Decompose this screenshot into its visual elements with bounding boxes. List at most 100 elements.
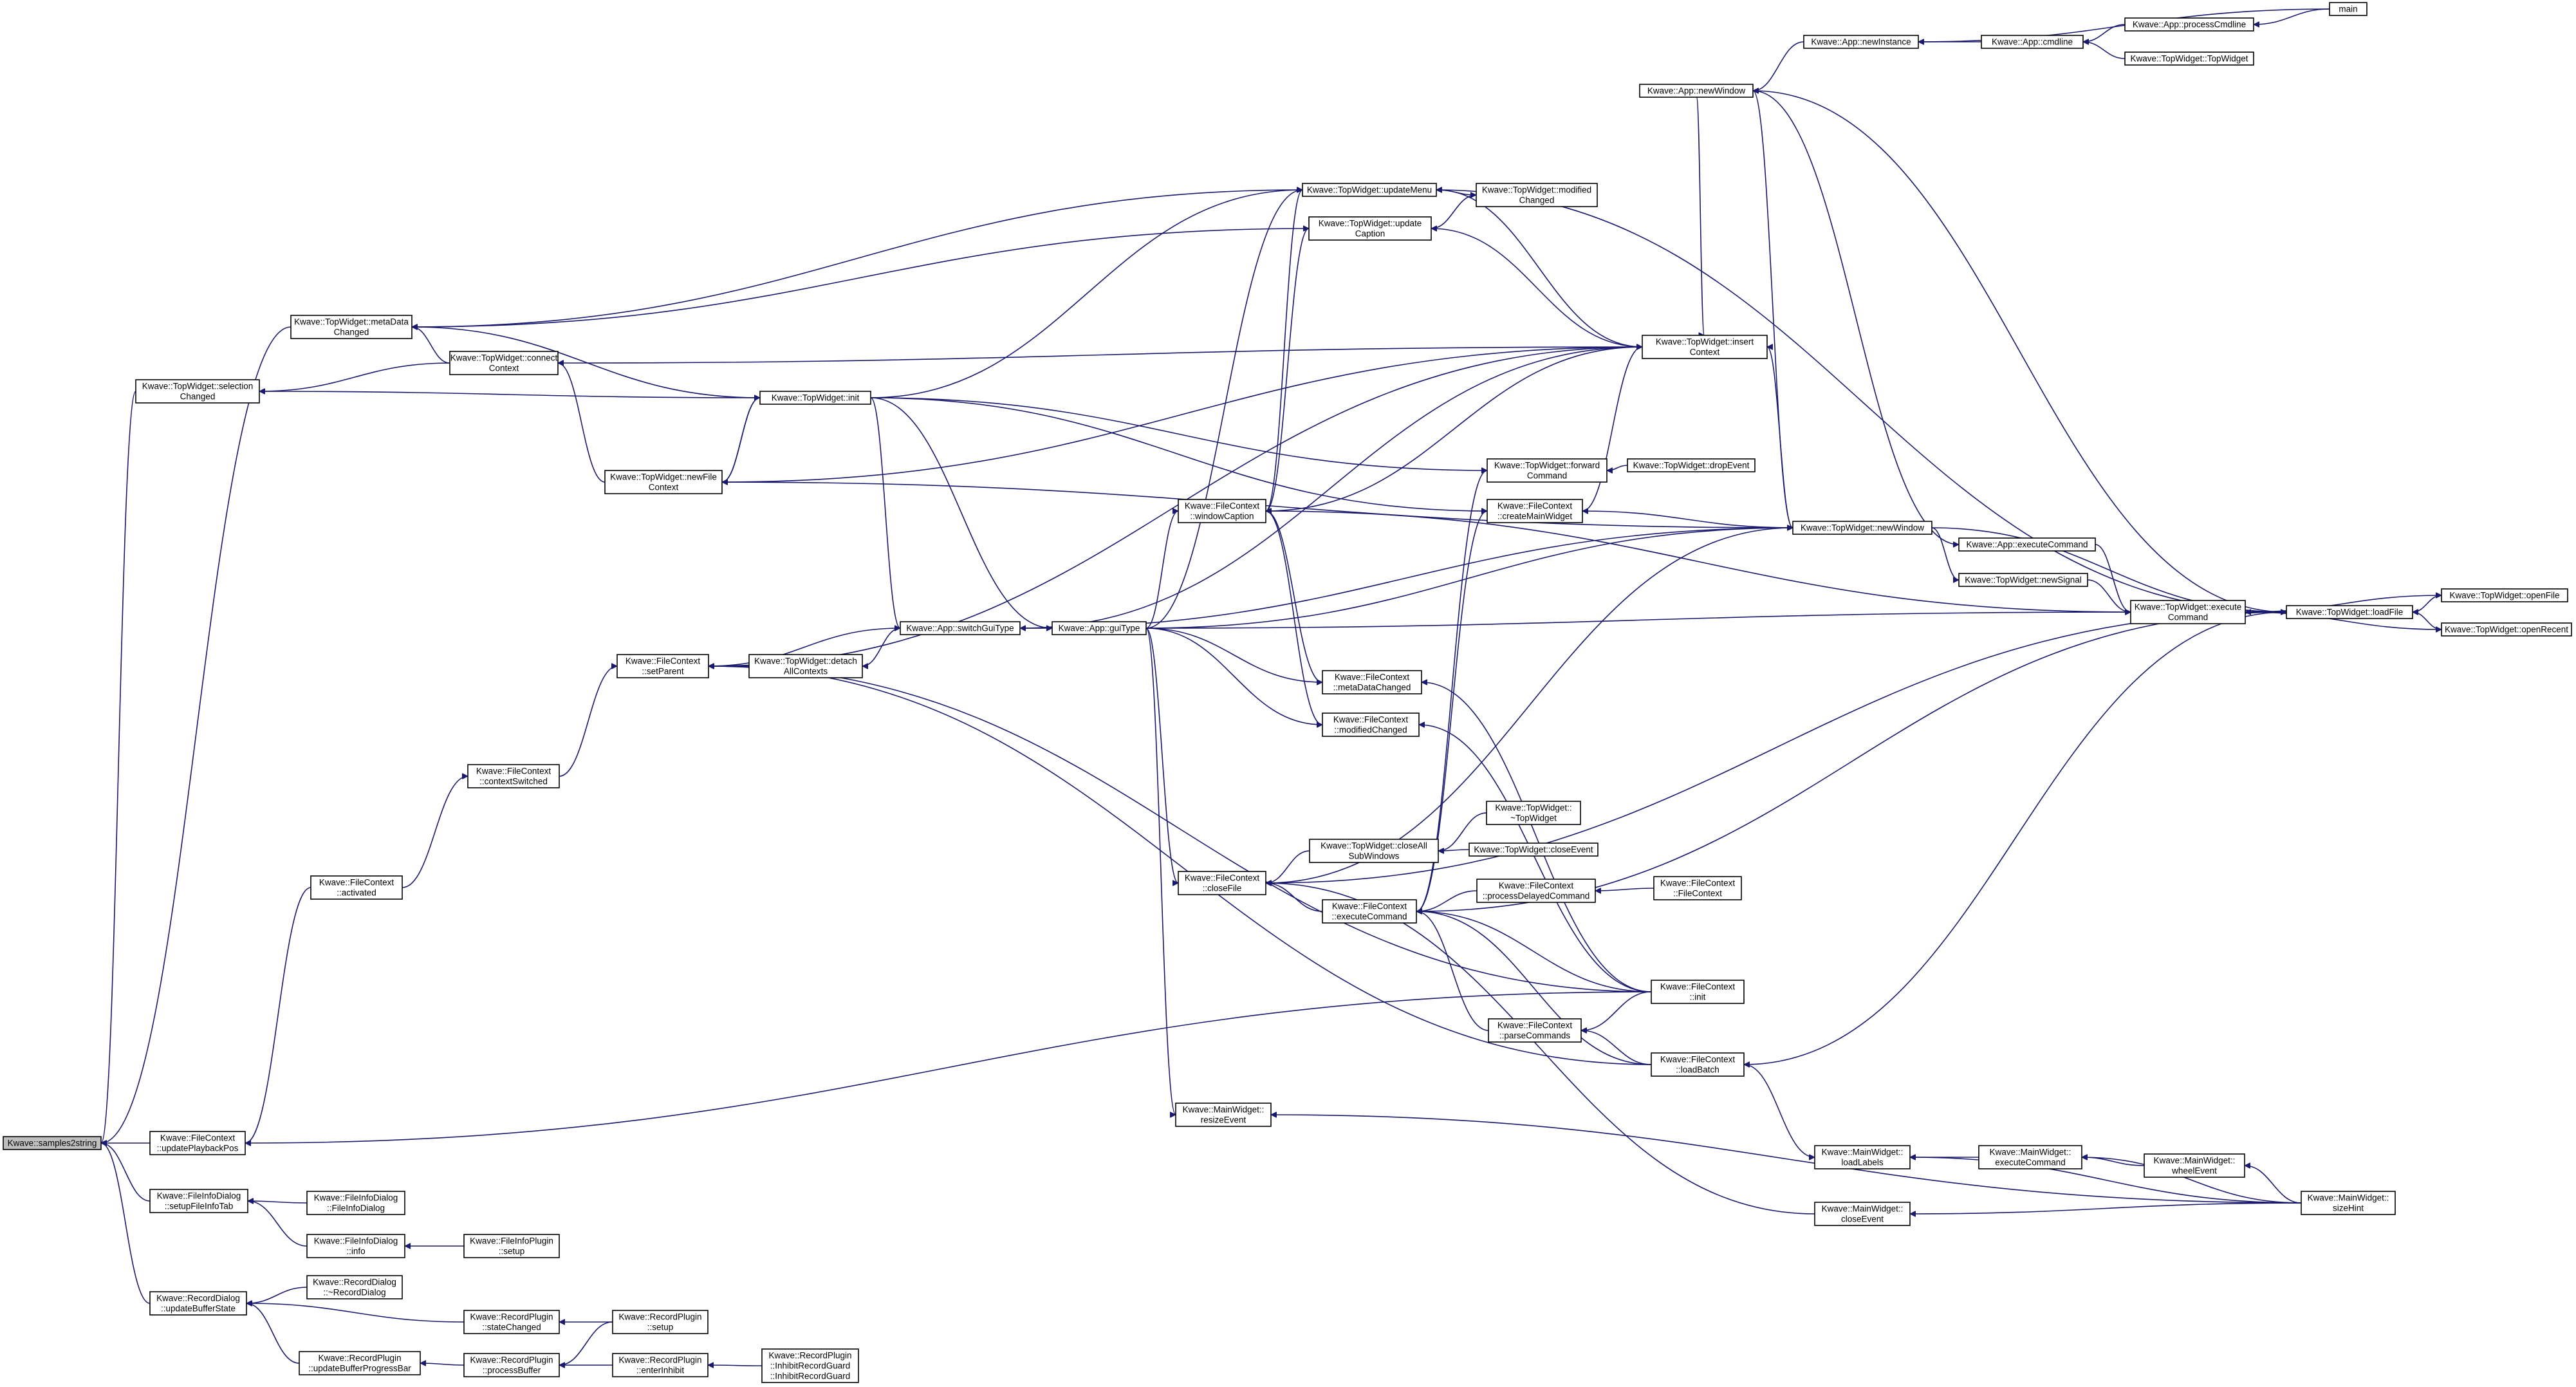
node-tw_newWindow[interactable]: Kwave::TopWidget::newWindow [1792, 521, 1932, 535]
node-app_executeCommand[interactable]: Kwave::App::executeCommand [1958, 537, 2096, 552]
node-fc_init[interactable]: Kwave::FileContext::init [1651, 980, 1745, 1004]
node-fileContextCtor[interactable]: Kwave::FileContext::FileContext [1653, 876, 1742, 900]
node-label: Kwave::FileContext [625, 656, 701, 666]
node-label: Kwave::App::newWindow [1647, 86, 1746, 96]
node-box [1322, 670, 1422, 694]
node-label: Kwave::FileInfoDialog [157, 1191, 241, 1201]
node-newInstance[interactable]: Kwave::App::newInstance [1803, 35, 1919, 49]
node-resizeEvent[interactable]: Kwave::MainWidget::resizeEvent [1175, 1103, 1272, 1127]
node-box [299, 1351, 421, 1375]
node-processDelayedCommand[interactable]: Kwave::FileContext::processDelayedComman… [1476, 879, 1596, 903]
node-label: Kwave::FileContext [1332, 902, 1407, 911]
edge-contextSwitched-to-setParent [559, 666, 618, 777]
node-sizeHint[interactable]: Kwave::MainWidget::sizeHint [2301, 1191, 2396, 1215]
edge-parseCommands-to-fc_executeCommand [1416, 911, 1489, 1031]
node-processCmdline[interactable]: Kwave::App::processCmdline [2124, 17, 2254, 32]
node-contextSwitched[interactable]: Kwave::FileContext::contextSwitched [467, 764, 560, 788]
node-box [2144, 1153, 2245, 1178]
node-topWidgetDtor[interactable]: Kwave::TopWidget::~TopWidget [1486, 801, 1581, 825]
node-label: Kwave::FileContext [1333, 715, 1409, 725]
node-switchGuiType[interactable]: Kwave::App::switchGuiType [900, 621, 1021, 635]
node-fileInfoDialogCtor[interactable]: Kwave::FileInfoDialog::FileInfoDialog [306, 1191, 405, 1215]
node-enterInhibit[interactable]: Kwave::RecordPlugin::enterInhibit [612, 1353, 709, 1377]
node-activated[interactable]: Kwave::FileContext::activated [310, 875, 403, 900]
node-closeFile[interactable]: Kwave::FileContext::closeFile [1178, 871, 1266, 895]
node-box [463, 1353, 560, 1377]
edge-processCmdline-to-cmdline [2083, 24, 2126, 42]
node-label: Kwave::MainWidget:: [1822, 1148, 1904, 1157]
node-tw_executeCommand[interactable]: Kwave::TopWidget::executeCommand [2130, 600, 2246, 624]
node-stateChanged[interactable]: Kwave::RecordPlugin::stateChanged [463, 1310, 560, 1334]
edge-switchGuiType-to-insertContext [1019, 347, 1642, 629]
node-inhibitRecordGuard[interactable]: Kwave::RecordPlugin::InhibitRecordGuard:… [761, 1348, 859, 1383]
node-main[interactable]: main [2329, 2, 2368, 16]
node-guiType[interactable]: Kwave::App::guiType [1052, 621, 1147, 635]
edge-guiType-to-tw_executeCommand [1145, 612, 2131, 629]
node-loadFile[interactable]: Kwave::TopWidget::loadFile [2286, 605, 2413, 619]
node-openFile[interactable]: Kwave::TopWidget::openFile [2441, 588, 2568, 602]
edge-tw_executeCommand-to-openRecent [2245, 611, 2442, 629]
node-cmdline[interactable]: Kwave::App::cmdline [1981, 35, 2084, 49]
node-mw_closeEvent[interactable]: Kwave::MainWidget::closeEvent [1814, 1202, 1911, 1226]
node-samples2string[interactable]: Kwave::samples2string [3, 1136, 102, 1150]
node-box [612, 1353, 709, 1377]
node-fc_executeCommand[interactable]: Kwave::FileContext::executeCommand [1322, 899, 1417, 924]
edge-guiType-to-closeFile [1145, 628, 1179, 883]
edge-fc_init-to-parseCommands [1581, 991, 1652, 1030]
node-box [1814, 1145, 1911, 1169]
node-metaDataChanged_tw[interactable]: Kwave::TopWidget::metaDataChanged [290, 315, 412, 339]
node-label: Changed [180, 392, 216, 402]
node-updateBufferProgressBar[interactable]: Kwave::RecordPlugin::updateBufferProgres… [299, 1351, 421, 1375]
edge-main-to-processCmdline [2254, 8, 2330, 24]
node-tw_init[interactable]: Kwave::TopWidget::init [759, 391, 871, 405]
node-metaDataChanged_fc[interactable]: Kwave::FileContext::metaDataChanged [1322, 670, 1422, 694]
node-openRecent[interactable]: Kwave::TopWidget::openRecent [2441, 622, 2572, 637]
edge-inhibitRecordGuard-to-enterInhibit [708, 1365, 763, 1366]
edge-updateMenu-to-metaDataChanged_tw [412, 189, 1303, 327]
node-label: Context [489, 364, 519, 373]
node-loadBatch[interactable]: Kwave::FileContext::loadBatch [1651, 1052, 1745, 1077]
node-box [1958, 573, 2088, 587]
node-newSignal[interactable]: Kwave::TopWidget::newSignal [1958, 573, 2088, 587]
node-updatePlaybackPos[interactable]: Kwave::FileContext::updatePlaybackPos [149, 1131, 246, 1155]
node-modifiedChanged_tw[interactable]: Kwave::TopWidget::modifiedChanged [1476, 183, 1598, 207]
node-label: Kwave::FileContext [160, 1133, 236, 1143]
node-fileInfoPlugin_setup[interactable]: Kwave::FileInfoPlugin::setup [463, 1234, 560, 1258]
node-createMainWidget[interactable]: Kwave::FileContext::createMainWidget [1487, 499, 1583, 523]
node-loadLabels[interactable]: Kwave::MainWidget::loadLabels [1814, 1145, 1911, 1169]
node-label: Kwave::TopWidget::openFile [2449, 591, 2559, 600]
node-dropEvent[interactable]: Kwave::TopWidget::dropEvent [1627, 458, 1756, 472]
node-updateMenu[interactable]: Kwave::TopWidget::updateMenu [1302, 183, 1437, 197]
node-updateBufferState[interactable]: Kwave::RecordDialog::updateBufferState [149, 1291, 247, 1316]
node-box [1322, 712, 1420, 737]
node-modifiedChanged_fc[interactable]: Kwave::FileContext::modifiedChanged [1322, 712, 1420, 737]
node-fid_info[interactable]: Kwave::FileInfoDialog::info [306, 1234, 405, 1258]
node-topWidgetCtor[interactable]: Kwave::TopWidget::TopWidget [2124, 51, 2254, 66]
node-app_newWindow[interactable]: Kwave::App::newWindow [1639, 84, 1754, 98]
edge-windowCaption-to-updateCaption [1265, 228, 1310, 512]
edge-tw_init-to-updateMenu [870, 190, 1302, 398]
node-parseCommands[interactable]: Kwave::FileContext::parseCommands [1488, 1018, 1582, 1043]
node-rp_setup[interactable]: Kwave::RecordPlugin::setup [612, 1310, 709, 1334]
edge-dropEvent-to-forwardCommand [1606, 465, 1628, 470]
node-tw_closeEvent[interactable]: Kwave::TopWidget::closeEvent [1469, 842, 1598, 857]
node-windowCaption[interactable]: Kwave::FileContext::windowCaption [1178, 499, 1266, 523]
node-box [2441, 622, 2572, 637]
node-setupFileInfoTab[interactable]: Kwave::FileInfoDialog::setupFileInfoTab [149, 1189, 248, 1213]
node-recordDialogDtor[interactable]: Kwave::RecordDialog::~RecordDialog [306, 1275, 403, 1299]
node-label: ::contextSwitched [479, 777, 548, 787]
node-mw_executeCommand[interactable]: Kwave::MainWidget::executeCommand [1978, 1145, 2082, 1169]
node-label: Kwave::App::switchGuiType [906, 624, 1014, 633]
node-setParent[interactable]: Kwave::FileContext::setParent [616, 654, 709, 678]
node-wheelEvent[interactable]: Kwave::MainWidget::wheelEvent [2144, 1153, 2245, 1178]
edge-app_newWindow-to-app_executeCommand [1752, 90, 1959, 545]
node-processBuffer[interactable]: Kwave::RecordPlugin::processBuffer [463, 1353, 560, 1377]
